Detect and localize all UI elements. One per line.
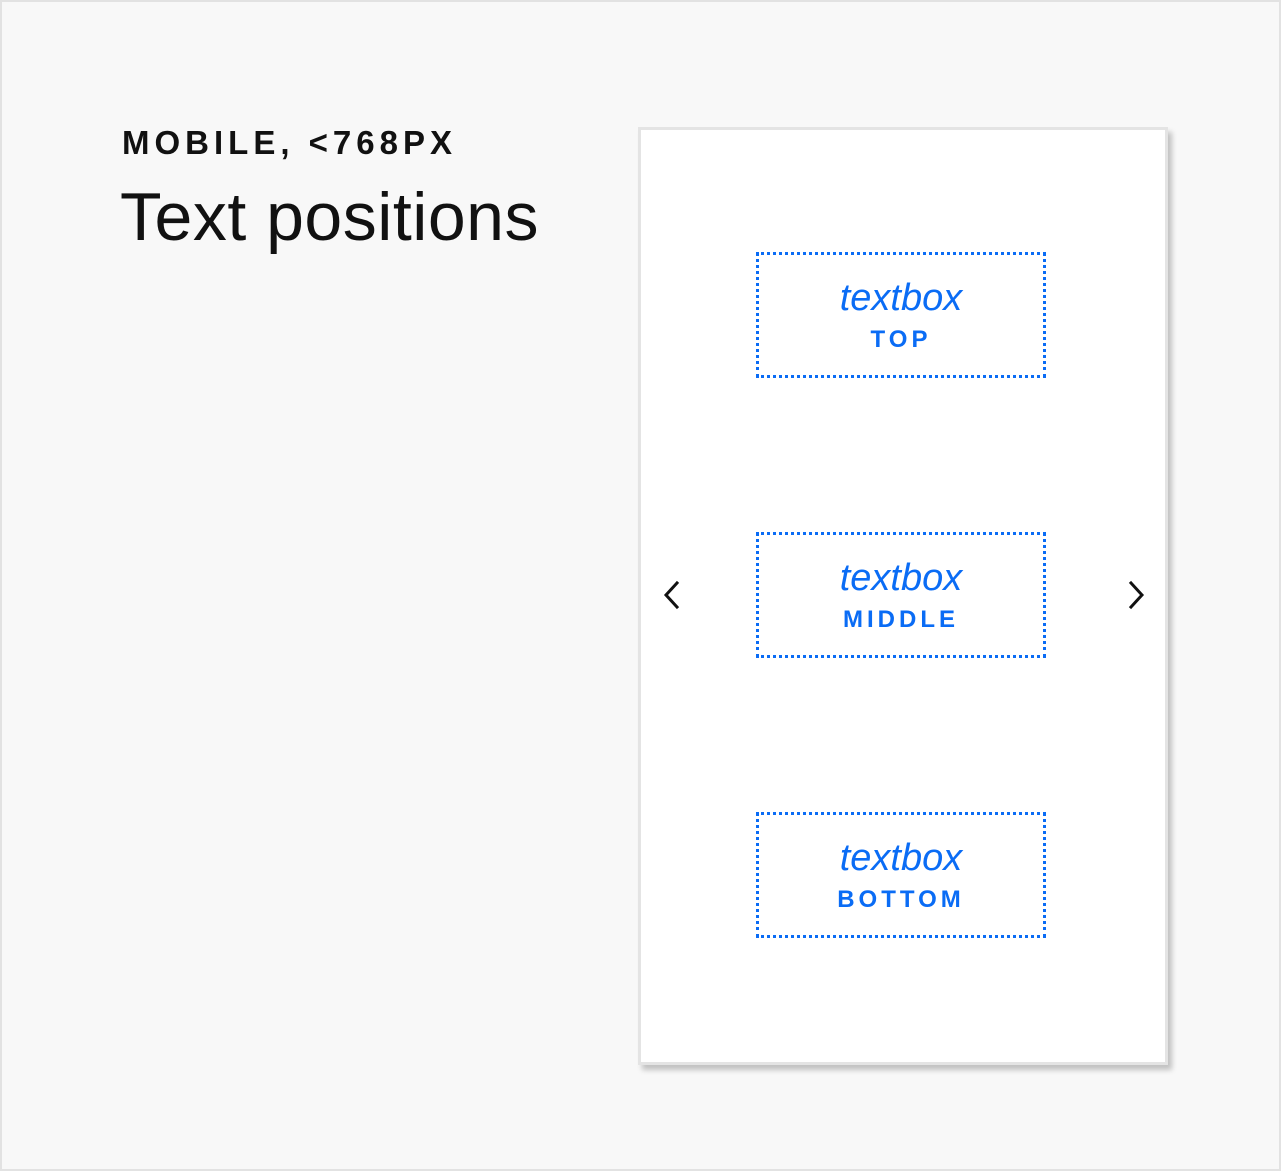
textbox-position-label: TOP [870, 326, 932, 353]
textbox-position-label: BOTTOM [837, 886, 965, 913]
chevron-right-icon [1128, 580, 1145, 610]
page-title: Text positions [120, 179, 539, 255]
breakpoint-label: MOBILE, <768PX [122, 124, 458, 161]
textbox-position-label: MIDDLE [843, 606, 959, 633]
textbox-word: textbox [839, 837, 963, 879]
textbox-bottom: textbox BOTTOM [756, 812, 1046, 938]
textbox-middle: textbox MIDDLE [756, 532, 1046, 658]
textbox-word: textbox [839, 557, 963, 599]
textbox-word: textbox [839, 277, 963, 319]
mobile-device-mockup: textbox TOP textbox MIDDLE textbox BOTTO… [638, 127, 1168, 1065]
chevron-left-icon [663, 580, 680, 610]
prev-slide-button[interactable] [657, 578, 687, 612]
next-slide-button[interactable] [1121, 578, 1151, 612]
textbox-top: textbox TOP [756, 252, 1046, 378]
